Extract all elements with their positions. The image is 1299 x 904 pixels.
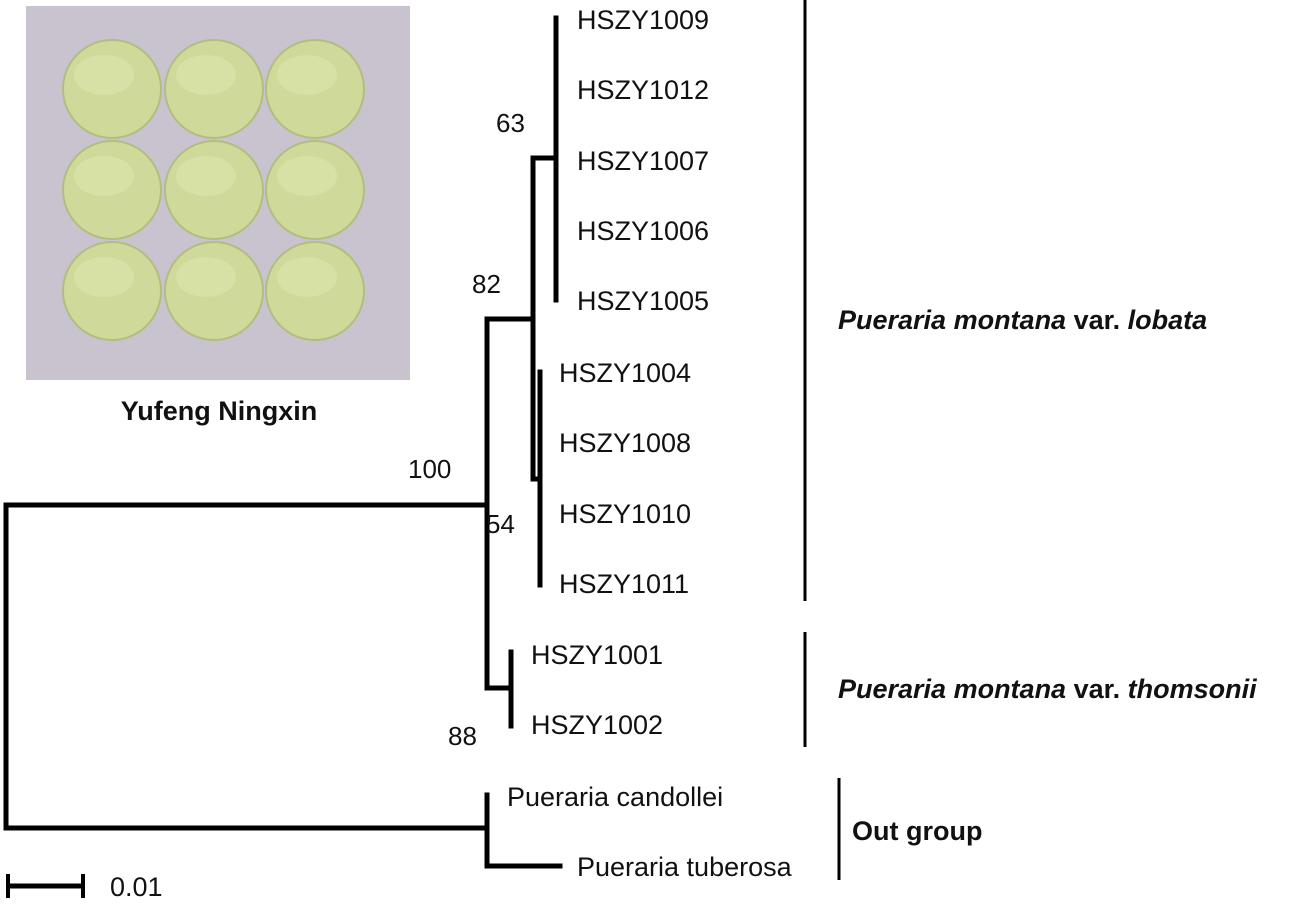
tablet-highlight (277, 55, 337, 95)
tablet-highlight (277, 156, 337, 196)
leaf-label: HSZY1010 (559, 499, 691, 529)
leaf-label: HSZY1006 (577, 216, 709, 246)
tablet-photo (26, 6, 410, 380)
variety-name: lobata (1128, 305, 1208, 335)
scale-bar-label: 0.01 (110, 872, 163, 902)
leaf-label: HSZY1008 (559, 428, 691, 458)
species-name: Pueraria montana (838, 305, 1066, 335)
photo-caption: Yufeng Ningxin (121, 396, 318, 426)
tablet-highlight (74, 156, 134, 196)
leaf-label: Pueraria tuberosa (577, 852, 793, 882)
bootstrap-values: 63 82 100 54 88 (408, 108, 525, 751)
bootstrap-value: 82 (472, 269, 501, 299)
leaf-label: HSZY1012 (577, 75, 709, 105)
group-label-thomsonii: Pueraria montana var. thomsonii (838, 674, 1257, 704)
bootstrap-value: 100 (408, 454, 451, 484)
leaf-label: HSZY1005 (577, 286, 709, 316)
tablet-highlight (176, 257, 236, 297)
var-text: var. (1066, 674, 1128, 704)
leaf-label: Pueraria candollei (507, 782, 723, 812)
tablet-highlight (176, 156, 236, 196)
tablet-highlight (74, 257, 134, 297)
bootstrap-value: 88 (448, 721, 477, 751)
group-label-outgroup: Out group (852, 816, 982, 846)
variety-name: thomsonii (1128, 674, 1257, 704)
tablet-highlight (74, 55, 134, 95)
scale-bar: 0.01 (6, 872, 163, 902)
tree-edges (3, 15, 563, 869)
leaf-label: HSZY1011 (559, 569, 689, 599)
leaf-label: HSZY1001 (531, 640, 663, 670)
leaf-label: HSZY1004 (559, 358, 691, 388)
leaf-labels: HSZY1009 HSZY1012 HSZY1007 HSZY1006 HSZY… (507, 5, 793, 882)
tablet-highlight (176, 55, 236, 95)
leaf-label: HSZY1007 (577, 146, 709, 176)
leaf-label: HSZY1002 (531, 710, 663, 740)
group-label-lobata: Pueraria montana var. lobata (838, 305, 1207, 335)
species-name: Pueraria montana (838, 674, 1066, 704)
group-bars (803, 0, 841, 880)
bootstrap-value: 54 (486, 509, 515, 539)
bootstrap-value: 63 (496, 108, 525, 138)
var-text: var. (1066, 305, 1128, 335)
tablet-highlight (277, 257, 337, 297)
leaf-label: HSZY1009 (577, 5, 709, 35)
